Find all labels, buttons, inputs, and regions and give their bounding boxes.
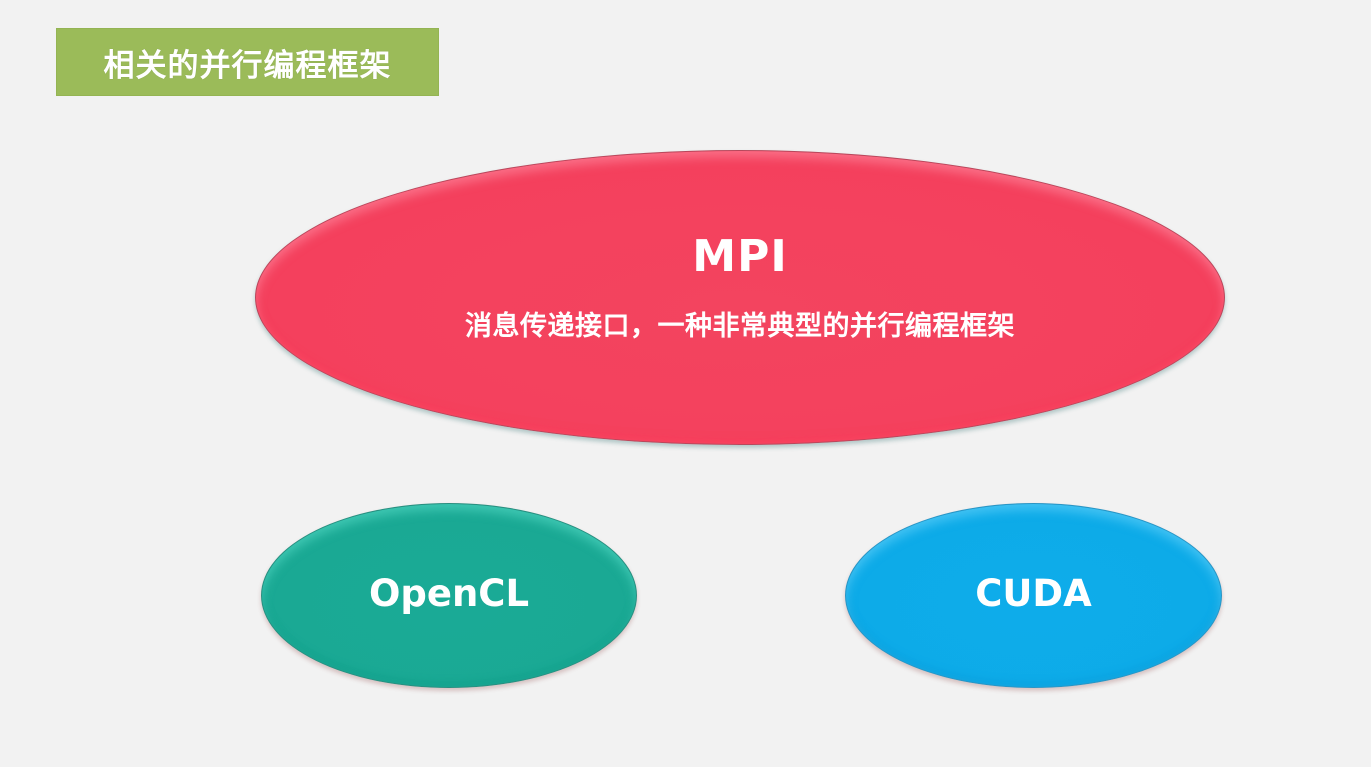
- slide-title: 相关的并行编程框架: [103, 47, 392, 84]
- mpi-node: MPI 消息传递接口，一种非常典型的并行编程框架: [255, 150, 1225, 445]
- opencl-label: OpenCL: [368, 572, 530, 615]
- cuda-label: CUDA: [975, 572, 1092, 615]
- cuda-node: CUDA: [845, 503, 1222, 688]
- mpi-description: 消息传递接口，一种非常典型的并行编程框架: [465, 310, 1015, 342]
- opencl-node: OpenCL: [261, 503, 637, 688]
- slide-title-box: 相关的并行编程框架: [56, 28, 439, 96]
- mpi-label: MPI: [692, 230, 788, 282]
